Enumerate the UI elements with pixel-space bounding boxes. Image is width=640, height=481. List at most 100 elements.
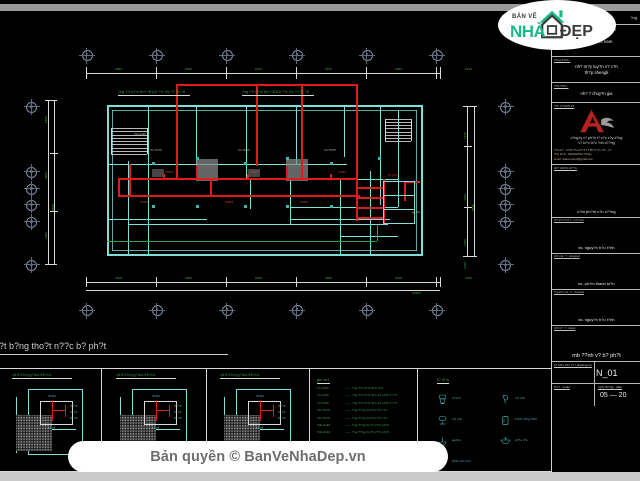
- legend-desc-6: —— ?ng ??ng tho?t n??c ph?n: [345, 430, 390, 435]
- banvenhadep-logo-badge: BẢN VẼ NHÀ ĐẸP: [498, 0, 616, 50]
- detail-leader: ?D-?5: [278, 417, 286, 420]
- service-line-main: [128, 224, 388, 226]
- detail-leader: b?-?5: [256, 427, 264, 430]
- tank-baffle-1: [383, 195, 415, 197]
- annot-4: ga thu: [412, 211, 421, 214]
- stair-stringer: [111, 128, 112, 154]
- line-0: nh? m?y luy?n v? c?n: [575, 64, 618, 69]
- legend-desc-3: —— ?ng ??ng tho?t n??c r?a: [345, 408, 387, 413]
- pipe-stub-6: [404, 181, 406, 201]
- fixture-marker-9: [286, 205, 289, 208]
- dim-tick: [156, 67, 157, 79]
- bottom-dim-0: 3810: [115, 276, 123, 280]
- grid-bubble-top-1: 1: [79, 47, 95, 64]
- dim-tick: [156, 277, 157, 287]
- pipe-label-2: ?D110: [338, 171, 347, 174]
- panel-divider: [309, 368, 310, 472]
- detail-leader: ?D-?5: [174, 405, 182, 408]
- symbol-legend-title: k? hi?u: [437, 378, 450, 382]
- symbol-label-6: ch?u r?a: [515, 438, 528, 442]
- stair-tread: [385, 141, 411, 142]
- partition: [107, 164, 227, 165]
- dim-tick: [366, 67, 367, 79]
- dim-tick: [296, 277, 297, 287]
- detail-title-2: chi ti?t h?p g? thu?t b?n b: [220, 373, 260, 377]
- equipment-block: [248, 169, 260, 177]
- stair-tread: [111, 137, 147, 139]
- fixture-marker-5: [378, 157, 381, 160]
- pipe-label-5: ?D110: [300, 201, 309, 204]
- fixture-marker-4: [330, 162, 333, 165]
- legend-code-4: ?ct-?D75: [317, 415, 330, 420]
- tank-outline-left: [383, 181, 385, 223]
- signature-label: ?ng ki?m tra : ? - checked: [554, 291, 584, 294]
- annot-2: ?ct-?D75: [324, 149, 336, 152]
- wall-inner-left: [112, 110, 113, 251]
- copyright-watermark: Bản quyền © BanVeNhaDep.vn: [68, 441, 448, 472]
- sink-icon: [500, 434, 511, 445]
- equipment-block: [196, 159, 218, 181]
- plan-title: n?t b?ng tho?t n??c b? ph?t: [0, 341, 107, 351]
- water-heater-icon: [500, 413, 511, 425]
- tank-outline-right: [414, 181, 416, 223]
- detail-frame-right: [290, 389, 291, 455]
- bottom-dim-5: 2420: [465, 276, 473, 280]
- site-line: [107, 241, 377, 242]
- house-icon: [538, 9, 566, 39]
- grid-bubble-bottom-4: 4: [289, 302, 305, 319]
- line-0: c?ng ty c? ph?n t? v?n x?y d?ng: [570, 136, 623, 140]
- grid-bubble-left-B: B: [23, 214, 40, 230]
- sheet-no-value: N_01: [596, 368, 618, 378]
- stair-tread: [385, 125, 411, 126]
- wall-top: [107, 105, 423, 107]
- pipe-stub-3: [163, 174, 165, 180]
- bottom-dim-2: 2440: [255, 276, 263, 280]
- dim-tick: [464, 146, 472, 147]
- grid-bubble-left-E: E: [23, 99, 40, 115]
- pipe-header-top: [176, 84, 358, 86]
- detail-frame-right: [82, 389, 83, 455]
- line-1: v? ki?n tr?c ?nh d??ng: [578, 141, 615, 146]
- toilet-icon: [437, 392, 448, 404]
- chamber-bottom: [40, 424, 72, 425]
- line-2: email : adaconstruct@gmail.com: [554, 157, 594, 161]
- partition: [290, 219, 390, 220]
- chamber-top: [40, 401, 72, 402]
- pipe-label-3: ?D110: [140, 201, 149, 204]
- logo-dep-text: ĐẸP: [560, 23, 593, 40]
- service-drop: [128, 224, 130, 242]
- partition: [290, 179, 291, 219]
- detail-frame-top: [236, 389, 290, 390]
- pipe-riser-4: [356, 84, 358, 184]
- grid-bubble-top-2: 2: [149, 47, 165, 64]
- symbol-label-2: ga thu: [452, 438, 461, 442]
- detail-leader: ?D-?5: [278, 405, 286, 408]
- cell-divider: [594, 362, 595, 383]
- chamber-bottom: [144, 424, 176, 425]
- a-letter-logo: [576, 108, 618, 134]
- wall-right: [421, 105, 423, 256]
- legend-table-title: ghi ch?: [317, 378, 330, 382]
- grid-bubble-bottom-3: 3: [219, 302, 235, 319]
- logo-banve-text: BẢN VẼ: [512, 14, 538, 20]
- legend-code-1: ?n-n100: [317, 393, 329, 398]
- fixture-marker-0: [152, 162, 155, 165]
- section-label: ch? nhi?m d? ?n: [554, 166, 577, 170]
- legend-code-2: ?n-?100: [317, 400, 329, 405]
- pipe-label-6: b?-ph?t: [388, 174, 398, 177]
- pipe-stub-4: [247, 174, 249, 180]
- dim-tick: [50, 153, 58, 154]
- partition: [148, 105, 149, 255]
- left-total-dim: 8640: [51, 203, 55, 211]
- pipe-stub-5: [330, 174, 332, 180]
- pipe-stub-1: [196, 166, 198, 180]
- panel-divider: [417, 368, 418, 472]
- right-dim-1: 4200: [463, 193, 467, 201]
- dim-tick: [50, 211, 58, 212]
- fixture-marker-7: [196, 205, 199, 208]
- signature-value: mb ??nh v? b? ph?t: [572, 353, 621, 359]
